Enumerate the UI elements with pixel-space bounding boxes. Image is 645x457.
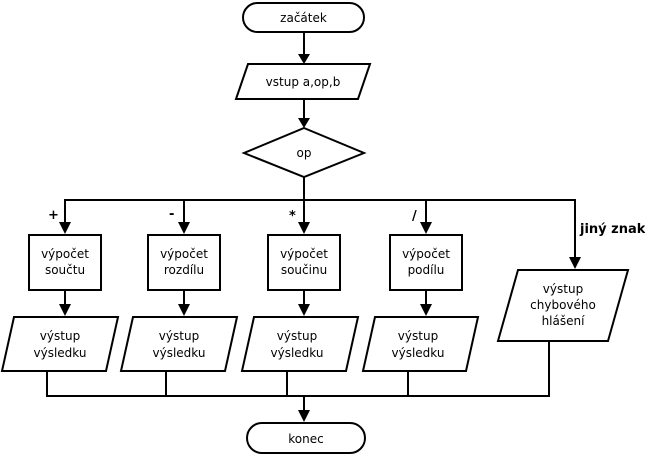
calc-diff-line-2: rozdílu	[164, 263, 204, 277]
node-end: konec	[246, 422, 366, 454]
branch-label-times: *	[289, 209, 296, 224]
end-label: konec	[288, 432, 323, 446]
calc-sum-line-2: součtu	[45, 263, 85, 277]
calc-quot-line-2: podílu	[408, 263, 445, 277]
edges	[46, 32, 581, 422]
arrowhead	[298, 54, 310, 64]
arrowhead	[298, 118, 310, 128]
node-output-4: výstup výsledku	[361, 316, 480, 372]
calc-sum-line-1: výpočet	[41, 247, 89, 261]
decision-label: op	[297, 146, 312, 160]
node-calc-diff: výpočet rozdílu	[147, 234, 221, 291]
branch-label-other: jiný znak	[579, 222, 645, 237]
output-3-line-2: výsledku	[271, 346, 324, 360]
start-label: začátek	[280, 11, 327, 25]
output-2-line-2: výsledku	[153, 346, 206, 360]
arrowhead	[420, 222, 432, 234]
output-2-line-1: výstup	[159, 329, 199, 343]
node-output-3: výstup výsledku	[240, 316, 360, 372]
arrowhead	[59, 304, 71, 316]
output-error-line-1: výstup	[543, 282, 583, 296]
calc-prod-line-2: součinu	[281, 263, 327, 277]
arrowhead	[298, 304, 310, 316]
node-calc-quot: výpočet podílu	[389, 234, 463, 291]
output-error-line-3: hlášení	[542, 314, 586, 328]
branch-label-minus: -	[169, 207, 174, 222]
arrowhead	[59, 222, 71, 234]
node-calc-prod: výpočet součinu	[267, 234, 341, 291]
calc-quot-line-1: výpočet	[402, 247, 450, 261]
output-1-line-1: výstup	[40, 329, 80, 343]
output-error-line-2: chybového	[530, 298, 596, 312]
arrowhead	[178, 304, 190, 316]
arrowhead	[569, 257, 581, 269]
node-start: začátek	[242, 2, 365, 33]
arrowhead	[298, 222, 310, 234]
node-output-2: výstup výsledku	[119, 316, 239, 372]
branch-label-divide: /	[412, 209, 417, 224]
node-output-error: výstup chybového hlášení	[496, 269, 630, 342]
node-input: vstup a,op,b	[234, 63, 372, 100]
output-3-line-1: výstup	[277, 329, 317, 343]
calc-diff-line-1: výpočet	[160, 247, 208, 261]
arrowhead	[178, 222, 190, 234]
output-4-line-2: výsledku	[392, 346, 445, 360]
input-label: vstup a,op,b	[266, 75, 341, 89]
arrowhead	[298, 410, 310, 422]
arrowhead	[420, 304, 432, 316]
node-calc-sum: výpočet součtu	[28, 234, 102, 291]
node-output-1: výstup výsledku	[0, 316, 120, 372]
output-1-line-2: výsledku	[34, 346, 87, 360]
node-decision: op	[241, 126, 367, 179]
calc-prod-line-1: výpočet	[280, 247, 328, 261]
branch-label-plus: +	[48, 208, 59, 223]
output-4-line-1: výstup	[398, 329, 438, 343]
